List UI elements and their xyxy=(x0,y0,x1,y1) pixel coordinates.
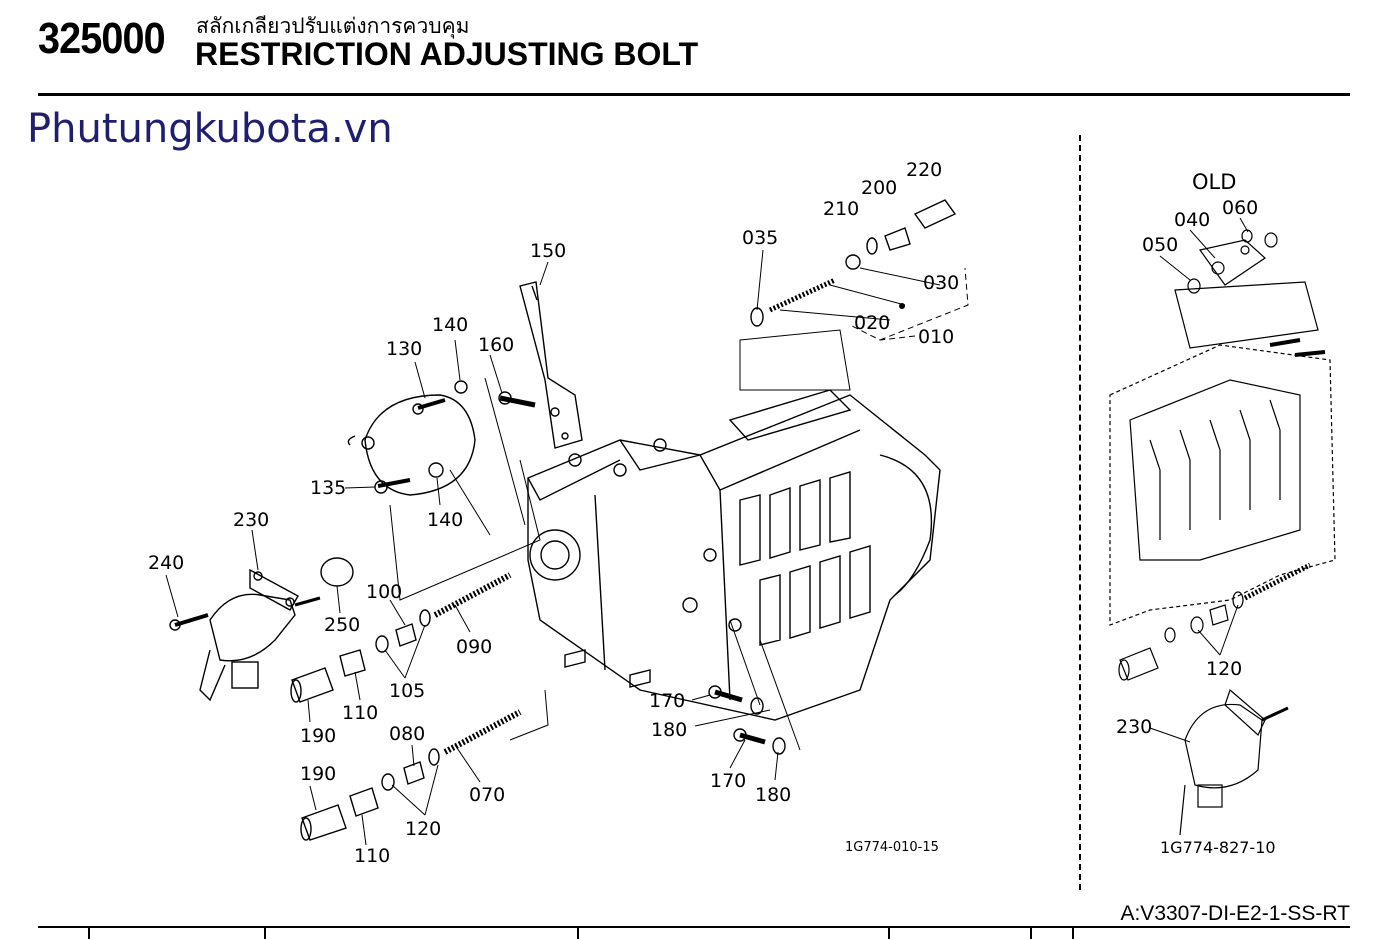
inset-label-120: 120 xyxy=(1206,658,1242,680)
inset-label-040: 040 xyxy=(1174,209,1210,231)
label-210: 210 xyxy=(823,198,859,220)
label-170-top: 170 xyxy=(649,690,685,712)
label-020: 020 xyxy=(854,312,890,334)
reference-dot xyxy=(899,303,905,309)
main-figure-code: 1G774-010-15 xyxy=(845,840,939,855)
label-170-bottom: 170 xyxy=(710,770,746,792)
inset-callout-labels: OLD 060 040 050 120 230 1G774-827-10 xyxy=(1116,170,1276,857)
label-230: 230 xyxy=(233,509,269,531)
label-100: 100 xyxy=(366,581,402,603)
label-090: 090 xyxy=(456,636,492,658)
footer-cell-divider xyxy=(577,928,579,939)
watermark: Phutungkubota.vn xyxy=(27,106,393,152)
inset-engine-drawing xyxy=(1109,229,1336,836)
inset-figure-code: 1G774-827-10 xyxy=(1160,838,1276,857)
label-110-top: 110 xyxy=(342,702,378,724)
footer-cell-divider xyxy=(1030,928,1032,939)
label-240: 240 xyxy=(148,552,184,574)
label-070: 070 xyxy=(469,784,505,806)
footer-cell-divider xyxy=(88,928,90,939)
label-140-top: 140 xyxy=(432,314,468,336)
label-150: 150 xyxy=(530,240,566,262)
label-135: 135 xyxy=(310,477,346,499)
label-250: 250 xyxy=(324,614,360,636)
label-105: 105 xyxy=(389,680,425,702)
inset-label-060: 060 xyxy=(1222,197,1258,219)
label-200: 200 xyxy=(861,177,897,199)
footer-rule xyxy=(38,926,1350,928)
label-130: 130 xyxy=(386,338,422,360)
footer-cell-divider xyxy=(264,928,266,939)
label-110-bottom: 110 xyxy=(354,845,390,867)
part-group-code: 325000 xyxy=(38,14,166,63)
inset-title-old: OLD xyxy=(1192,170,1236,194)
footer-cell-divider xyxy=(1072,928,1074,939)
label-120: 120 xyxy=(405,818,441,840)
title-english: RESTRICTION ADJUSTING BOLT xyxy=(195,36,699,72)
title-thai: สลักเกลียวปรับแต่งการควบคุม xyxy=(196,14,470,38)
label-160: 160 xyxy=(478,334,514,356)
label-190-top: 190 xyxy=(300,725,336,747)
leader-lines xyxy=(165,249,969,846)
inset-leader-lines xyxy=(1149,217,1249,743)
label-220: 220 xyxy=(906,159,942,181)
engine-block-drawing xyxy=(527,389,941,721)
header-rule xyxy=(38,93,1350,96)
main-callout-labels: 220 200 210 035 030 020 010 150 140 130 … xyxy=(148,159,959,867)
label-030: 030 xyxy=(923,272,959,294)
inset-label-230: 230 xyxy=(1116,716,1152,738)
label-180-bottom: 180 xyxy=(755,784,791,806)
label-180-top: 180 xyxy=(651,719,687,741)
inset-separator xyxy=(1079,135,1081,890)
label-140-bottom: 140 xyxy=(427,509,463,531)
label-080: 080 xyxy=(389,723,425,745)
label-190-bottom: 190 xyxy=(300,763,336,785)
model-code: A:V3307-DI-E2-1-SS-RT xyxy=(1120,902,1350,925)
label-035: 035 xyxy=(742,227,778,249)
components-drawing xyxy=(169,199,957,841)
label-010: 010 xyxy=(918,326,954,348)
footer-cell-divider xyxy=(888,928,890,939)
inset-label-050: 050 xyxy=(1142,234,1178,256)
